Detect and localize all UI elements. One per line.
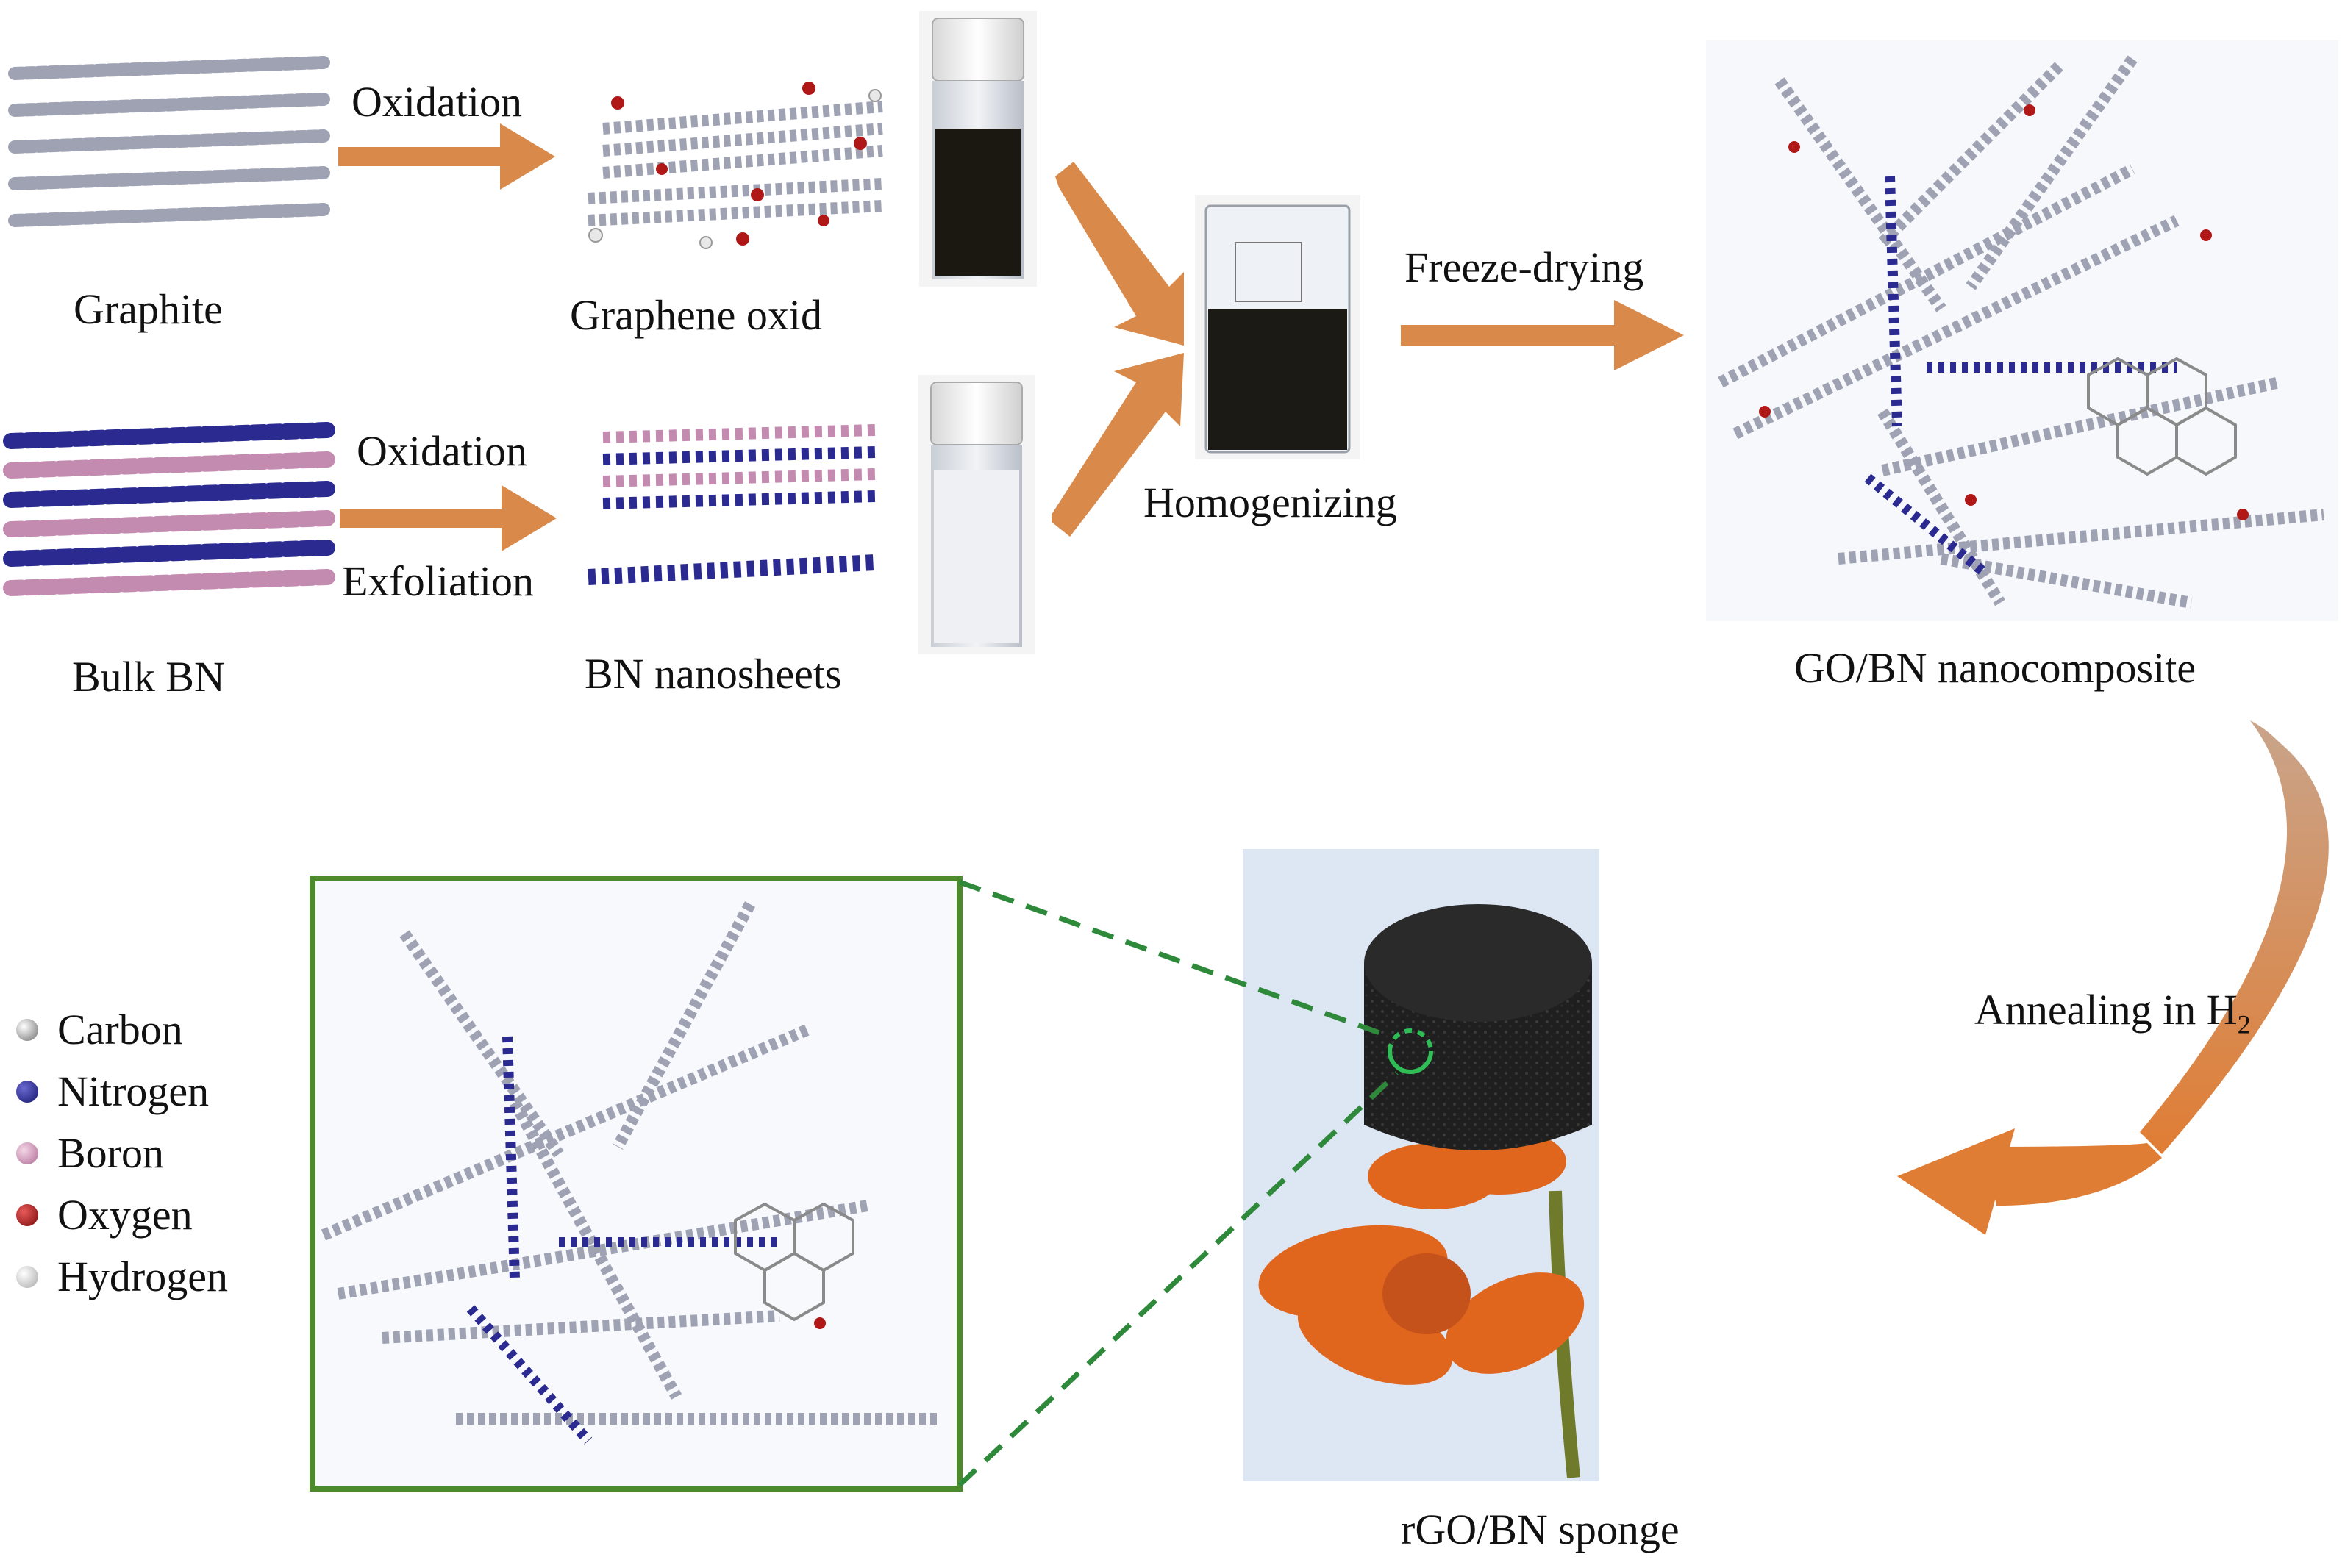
legend-label-nitrogen: Nitrogen	[57, 1067, 210, 1115]
bn-nanosheets-label: BN nanosheets	[585, 650, 842, 698]
annealing-label-text: Annealing in H	[1974, 986, 2238, 1034]
legend-item-nitrogen: Nitrogen	[16, 1070, 209, 1113]
annealing-label: Annealing in H2	[1974, 989, 2251, 1038]
legend-label-hydrogen: Hydrogen	[57, 1253, 228, 1300]
exfoliation-arrow	[340, 485, 557, 551]
beaker	[1195, 195, 1360, 459]
merge-arrows	[1052, 162, 1184, 537]
legend-label-carbon: Carbon	[57, 1006, 183, 1053]
graphite-label: Graphite	[74, 285, 223, 333]
bulk-bn-label: Bulk BN	[72, 653, 225, 701]
legend-item-boron: Boron	[16, 1132, 164, 1175]
carbon-dot-icon	[16, 1018, 38, 1041]
legend-item-hydrogen: Hydrogen	[16, 1256, 228, 1298]
graphite-structure	[8, 56, 330, 227]
legend-label-oxygen: Oxygen	[57, 1191, 193, 1239]
bn-nanosheets-structure	[588, 424, 876, 585]
annealing-curved-arrow	[1897, 720, 2329, 1235]
exfoliation-label: Exfoliation	[342, 557, 534, 605]
go-bn-nanocomposite-label: GO/BN nanocomposite	[1794, 644, 2196, 692]
hydrogen-dot-icon	[16, 1265, 38, 1288]
nitrogen-dot-icon	[16, 1080, 38, 1103]
graphene-oxide-label: Graphene oxid	[570, 291, 823, 339]
legend-item-oxygen: Oxygen	[16, 1194, 193, 1236]
zoom-inset	[310, 876, 963, 1492]
go-bn-network	[1706, 40, 2338, 621]
vial-graphene-oxide	[919, 11, 1037, 287]
legend-label-boron: Boron	[57, 1129, 164, 1177]
graphene-oxide-structure	[588, 82, 883, 249]
annealing-label-subscript: 2	[2237, 1009, 2251, 1039]
freeze-drying-label: Freeze-drying	[1404, 243, 1644, 291]
boron-dot-icon	[16, 1142, 38, 1164]
legend-item-carbon: Carbon	[16, 1009, 183, 1051]
oxidation-label-bottom: Oxidation	[357, 427, 527, 475]
bulk-bn-structure	[3, 422, 335, 596]
oxidation-label-top: Oxidation	[351, 78, 522, 126]
rgo-bn-sponge-label: rGO/BN sponge	[1401, 1506, 1680, 1553]
freeze-drying-arrow	[1401, 300, 1684, 370]
oxygen-dot-icon	[16, 1203, 38, 1226]
homogenizing-label: Homogenizing	[1143, 479, 1397, 526]
zoom-lines	[957, 879, 1399, 1487]
oxidation-arrow-top	[338, 123, 555, 190]
vial-bn	[918, 375, 1035, 654]
